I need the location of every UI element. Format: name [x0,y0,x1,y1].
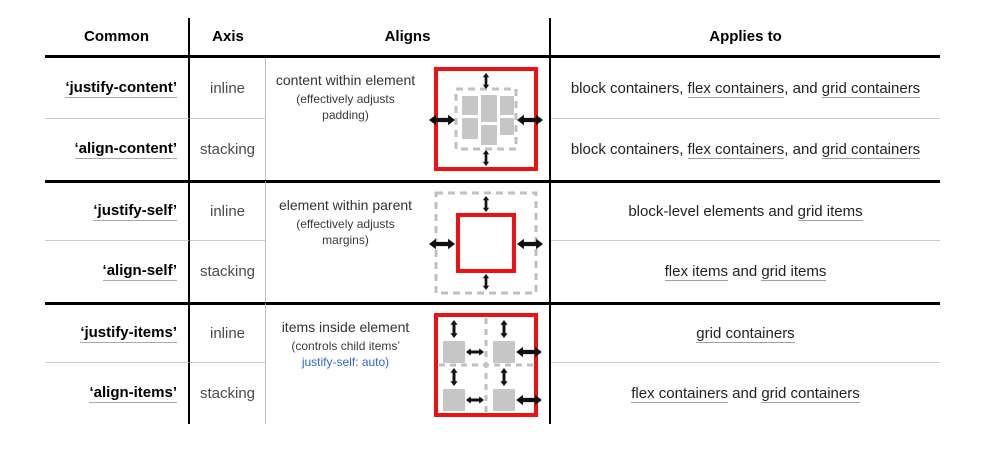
property-link-justify-items[interactable]: ‘justify-items’ [80,324,177,343]
table-cell-axis: stacking [190,363,266,424]
column-header-applies-to: Applies to [551,18,940,58]
property-link-justify-content[interactable]: ‘justify-content’ [65,78,177,98]
table-cell-property: ‘align-items’ [45,363,190,424]
table-cell-aligns-self: element within parent (effectively adjus… [266,180,551,302]
table-cell-aligns-items: items inside element (controls child ite… [266,302,551,424]
property-link-justify-self[interactable]: ‘justify-self’ [93,202,177,221]
spec-term-link[interactable]: grid containers [821,79,921,98]
items-alignment-diagram [434,312,542,417]
table-cell-axis: inline [190,180,266,241]
property-link-align-self[interactable]: ‘align-self’ [102,262,177,281]
plain-text: block containers, [570,79,688,97]
column-header-aligns: Aligns [266,18,551,58]
aligns-description: items inside element (controls child ite… [281,319,410,369]
table-cell-axis: inline [190,58,266,119]
table-cell-applies-to: block containers, flex containers, and g… [551,119,940,180]
table-cell-property: ‘align-self’ [45,241,190,302]
column-header-axis: Axis [190,18,266,58]
self-alignment-diagram [429,191,543,294]
spec-term-link[interactable]: flex containers [631,385,728,403]
table-cell-applies-to: flex items and grid items [551,241,940,302]
spec-term-link[interactable]: grid containers [696,325,795,343]
spec-term-link[interactable]: grid items [797,203,863,221]
justify-self-auto-link[interactable]: justify-self: auto) [301,355,390,369]
table-cell-property: ‘justify-content’ [45,58,190,119]
plain-text: and [727,385,762,402]
table-cell-property: ‘justify-items’ [45,302,190,363]
alignment-properties-table: Common Axis Aligns Applies to ‘justify-c… [45,18,940,424]
plain-text: , and [784,79,822,97]
table-cell-property: ‘justify-self’ [45,180,190,241]
plain-text: block containers, [570,141,688,158]
spec-term-link[interactable]: grid containers [821,141,921,159]
plain-text: block-level elements and [628,203,798,220]
spec-term-link[interactable]: flex containers [687,79,785,98]
spec-term-link[interactable]: flex items [664,263,728,281]
plain-text: and [727,263,762,280]
property-link-align-items[interactable]: ‘align-items’ [89,384,177,403]
spec-term-link[interactable]: grid items [761,263,827,281]
table-cell-applies-to: block containers, flex containers, and g… [551,58,940,119]
content-distribution-diagram [429,67,543,171]
table-cell-axis: inline [190,302,266,363]
aligns-description: element within parent (effectively adjus… [278,197,413,247]
property-link-align-content[interactable]: ‘align-content’ [74,140,177,159]
spec-term-link[interactable]: flex containers [687,141,785,159]
aligns-description: content within element (effectively adju… [275,72,416,122]
table-cell-axis: stacking [190,119,266,180]
table-cell-applies-to: flex containers and grid containers [551,363,940,424]
plain-text: , and [784,141,822,158]
spec-term-link[interactable]: grid containers [761,385,860,403]
table-cell-property: ‘align-content’ [45,119,190,180]
column-header-common: Common [45,18,190,58]
table-cell-aligns-content: content within element (effectively adju… [266,58,551,180]
table-cell-axis: stacking [190,241,266,302]
table-cell-applies-to: block-level elements and grid items [551,180,940,241]
table-cell-applies-to: grid containers [551,302,940,363]
